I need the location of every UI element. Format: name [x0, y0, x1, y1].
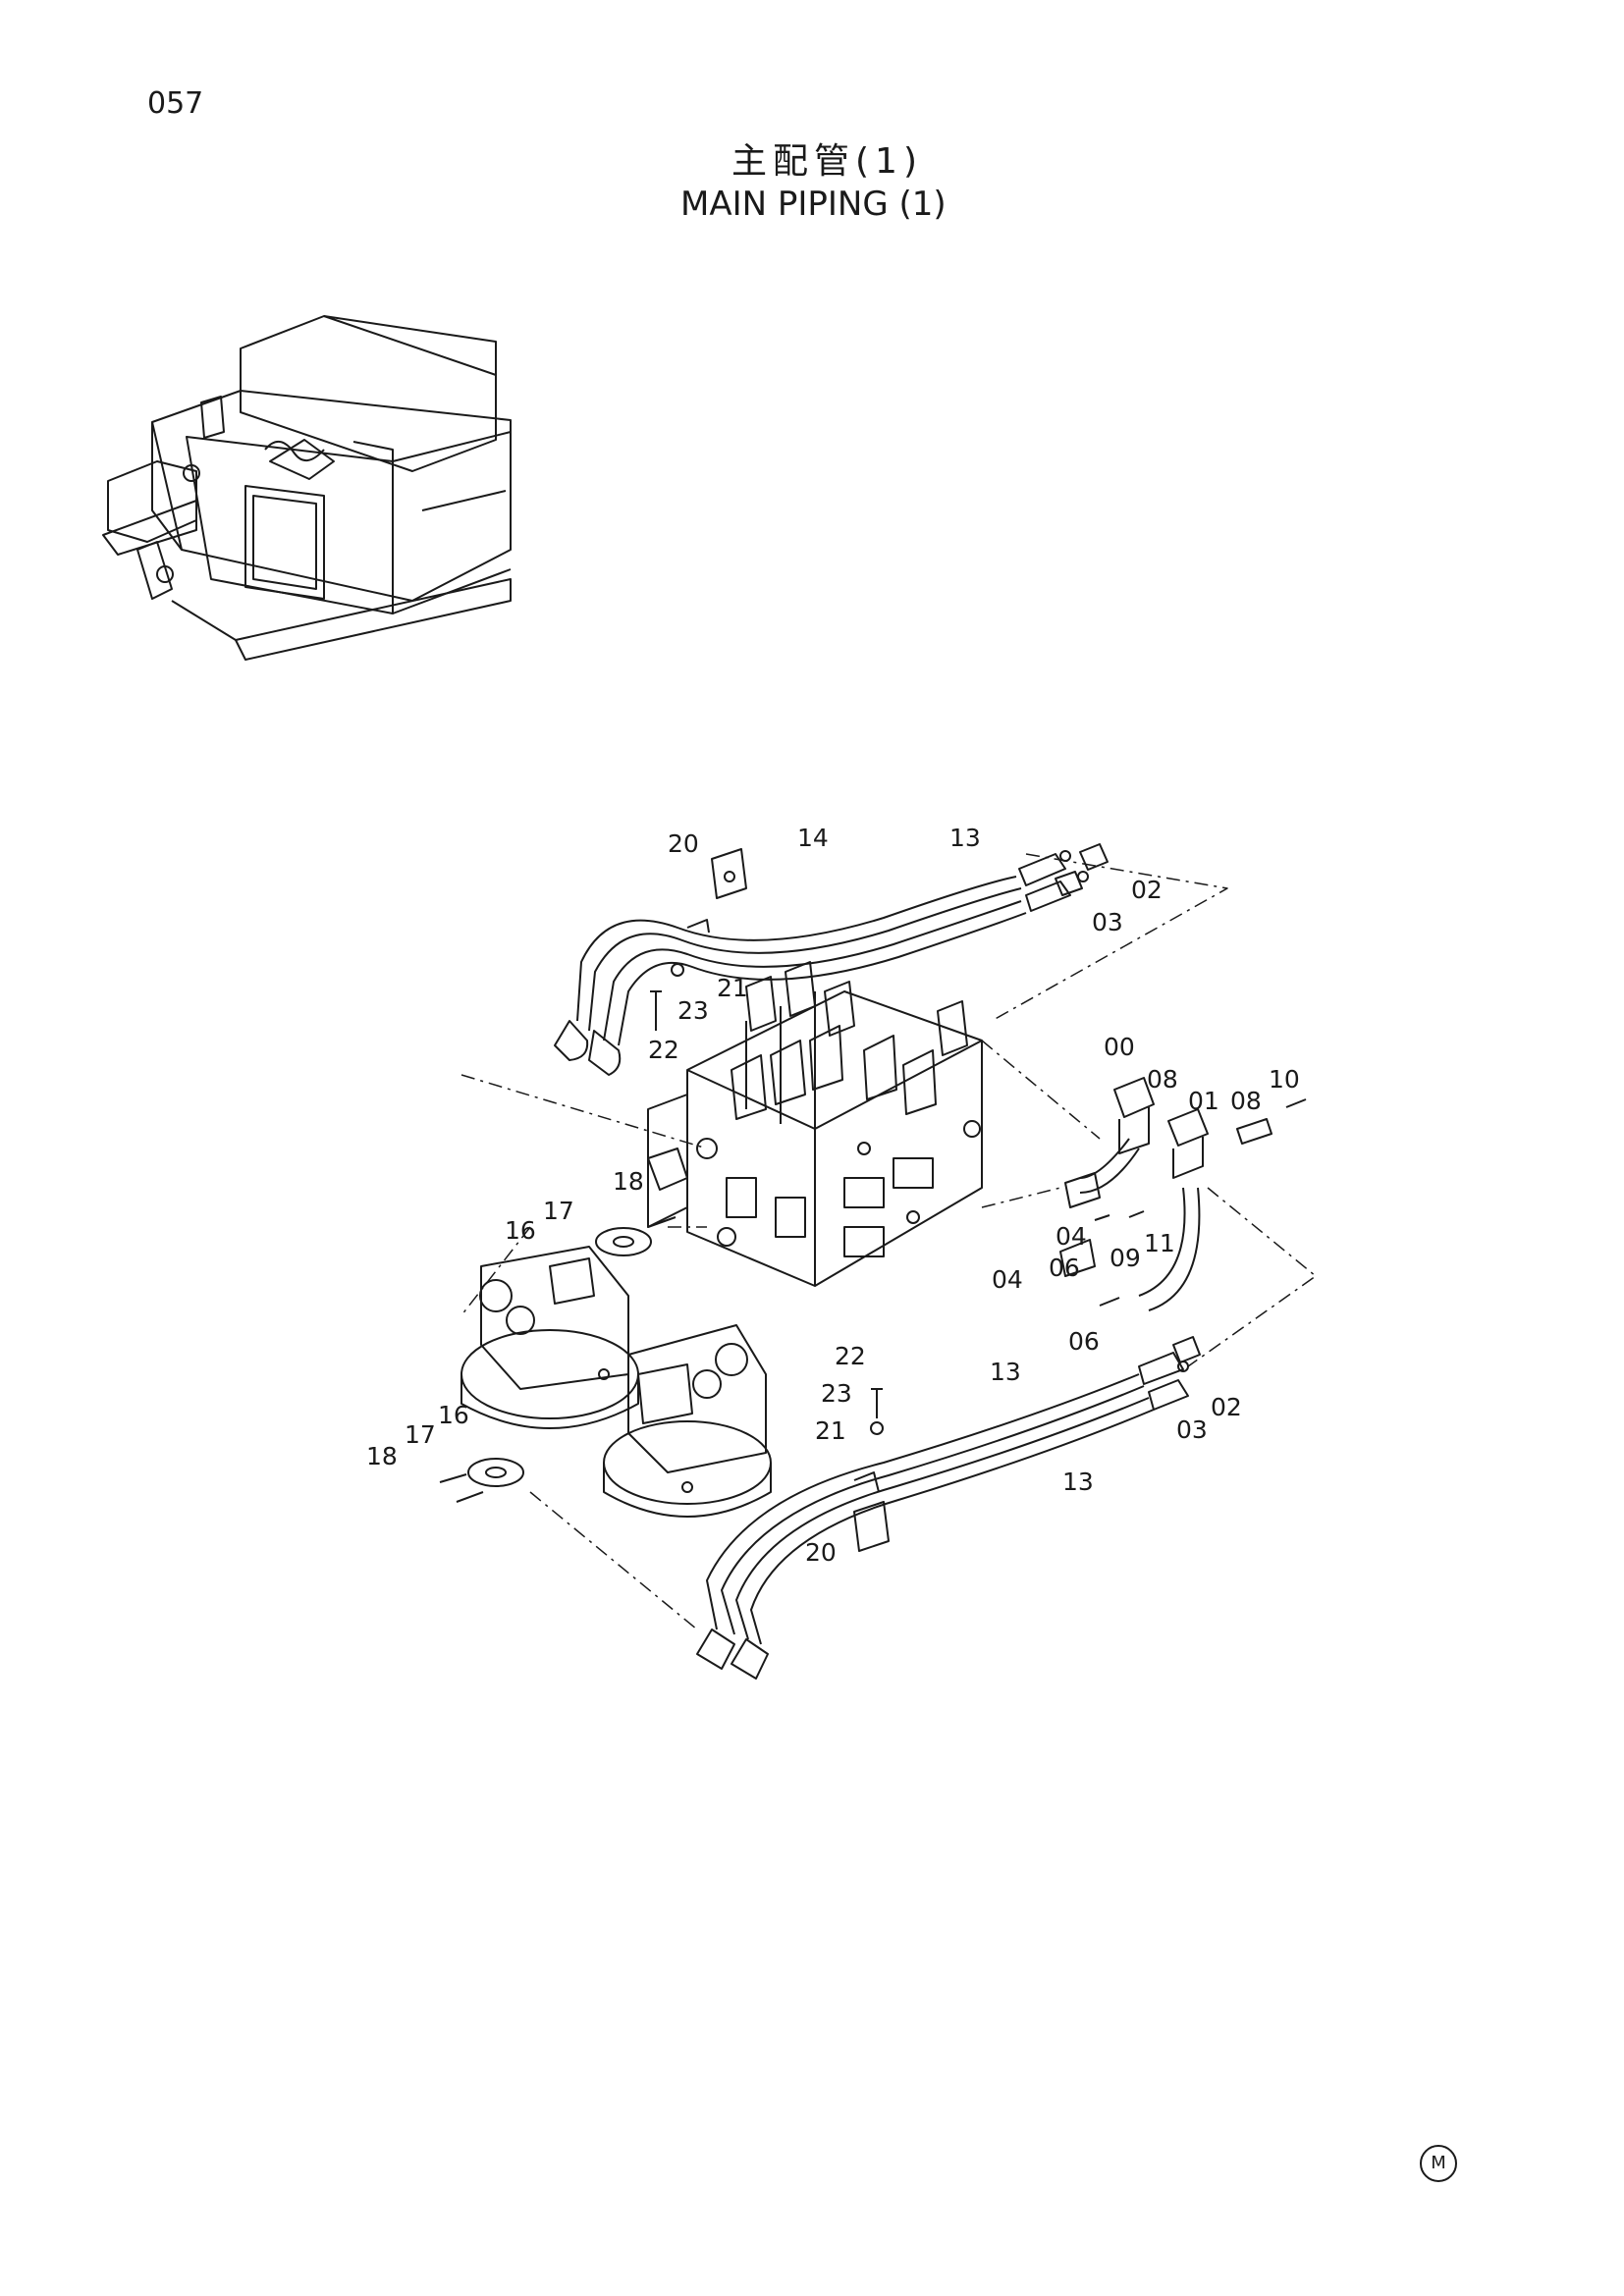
- callout-09: 09: [1110, 1244, 1141, 1272]
- callout-06-upper: 06: [1049, 1254, 1080, 1282]
- title-japanese: 主配管(1): [731, 141, 923, 182]
- excavator-overview-drawing: [102, 315, 512, 661]
- flange-lower: [439, 1458, 524, 1503]
- lower-hose-assembly: [696, 1336, 1201, 1680]
- callout-16-lower: 16: [438, 1401, 469, 1429]
- callout-02-lower: 02: [1211, 1393, 1242, 1421]
- callout-06-lower: 06: [1068, 1327, 1100, 1356]
- callout-03-lower: 03: [1176, 1415, 1208, 1444]
- callout-13-upper: 13: [949, 824, 981, 852]
- callout-20-lower: 20: [805, 1538, 837, 1567]
- callout-11: 11: [1144, 1229, 1175, 1257]
- callout-18-lower: 18: [366, 1442, 398, 1470]
- callout-18-upper: 18: [613, 1167, 644, 1196]
- upper-clamp: [650, 848, 747, 1031]
- callout-08-a: 08: [1147, 1065, 1178, 1094]
- callout-21-lower: 21: [815, 1416, 846, 1445]
- control-valve: [647, 961, 983, 1287]
- callout-16-upper: 16: [505, 1216, 536, 1245]
- callout-13-lower-b: 13: [1062, 1468, 1094, 1496]
- callout-22-lower: 22: [835, 1342, 866, 1370]
- callout-01: 01: [1188, 1087, 1219, 1115]
- callout-04-upper: 04: [1056, 1222, 1087, 1251]
- right-pipe-assembly: [1059, 1077, 1307, 1311]
- callout-14: 14: [797, 824, 829, 852]
- callout-20-upper: 20: [668, 829, 699, 858]
- title-english: MAIN PIPING (1): [680, 185, 947, 224]
- callout-23-upper: 23: [677, 996, 709, 1025]
- callout-02-upper: 02: [1131, 876, 1163, 904]
- callout-17-upper: 17: [543, 1197, 574, 1225]
- callout-10: 10: [1269, 1065, 1300, 1094]
- callout-17-lower: 17: [405, 1420, 436, 1449]
- flange-upper: [595, 1216, 677, 1256]
- callout-00: 00: [1104, 1033, 1135, 1061]
- leader-lines: [460, 853, 1317, 1630]
- page-number: 057: [147, 86, 204, 121]
- callout-08-b: 08: [1230, 1087, 1262, 1115]
- callout-13-lower-a: 13: [990, 1358, 1021, 1386]
- callout-21-upper: 21: [717, 974, 748, 1002]
- callout-04-lower: 04: [992, 1265, 1023, 1294]
- corner-m-mark: M: [1420, 2145, 1457, 2182]
- callout-23-lower: 23: [821, 1379, 852, 1408]
- motor-left: [460, 1246, 639, 1429]
- upper-hose-assembly: [554, 843, 1109, 1076]
- callout-22-upper: 22: [648, 1036, 679, 1064]
- callout-labels: 20 14 13 02 03 21 23 22 00 08 01 08 10 1…: [366, 824, 1300, 1567]
- motor-right: [603, 1324, 772, 1518]
- callout-03-upper: 03: [1092, 908, 1123, 936]
